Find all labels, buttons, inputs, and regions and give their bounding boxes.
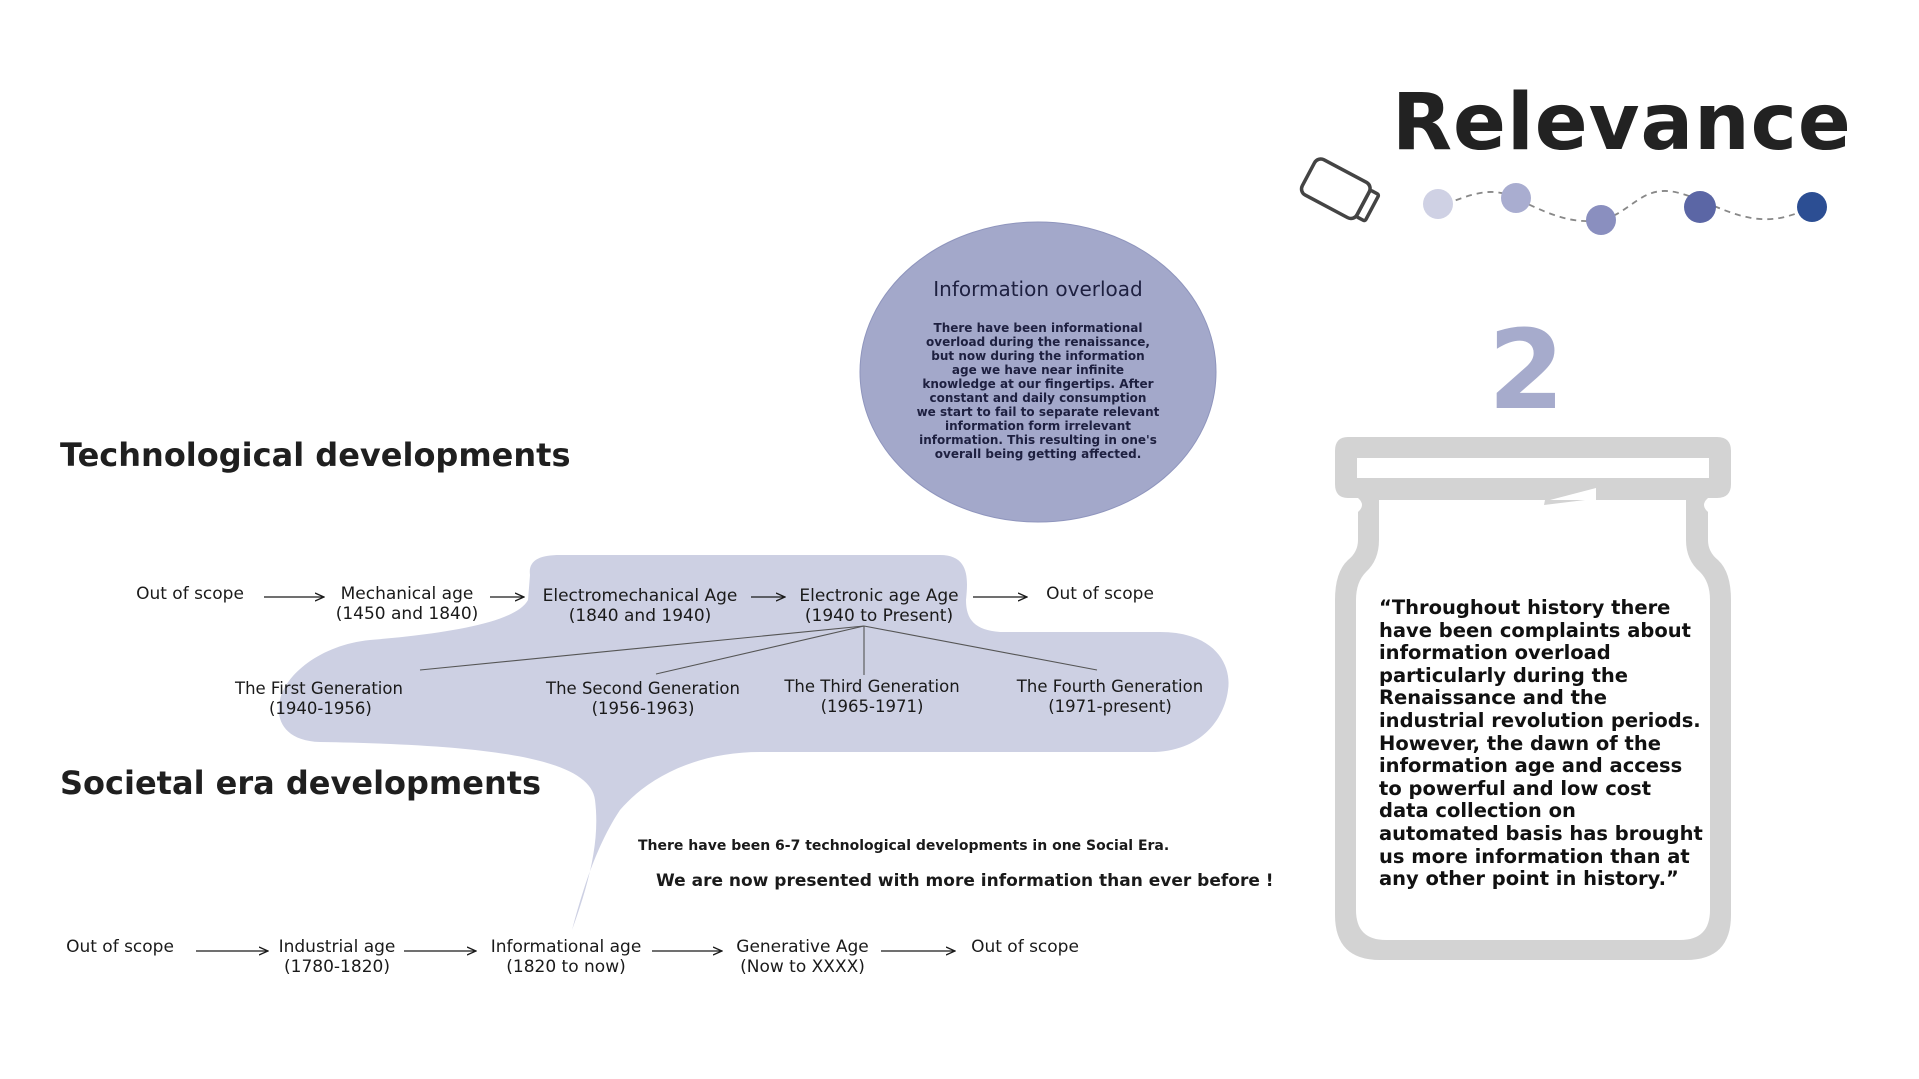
quote-line: any other point in history.” xyxy=(1379,867,1679,891)
tech-node-mechanical: Mechanical age(1450 and 1840) xyxy=(335,584,479,624)
quote-line: However, the dawn of the xyxy=(1379,731,1661,755)
societal-node-industrial: Industrial age(1780-1820) xyxy=(278,937,396,977)
dotted-trail xyxy=(1434,190,1813,222)
tech-node-out-of-scope-left: Out of scope xyxy=(136,584,244,604)
societal-node-out-of-scope-right: Out of scope xyxy=(971,937,1079,957)
quote-line: automated basis has brought xyxy=(1379,821,1703,845)
tech-node-electronic: Electronic age Age(1940 to Present) xyxy=(799,586,959,626)
speech-bubble xyxy=(278,555,1229,930)
dot-4 xyxy=(1684,191,1716,223)
tech-node-out-of-scope-right: Out of scope xyxy=(1046,584,1154,604)
info-circle-body: There have been informational overload d… xyxy=(880,321,1196,461)
info-body-line: knowledge at our fingertips. After xyxy=(922,377,1154,391)
dot-1 xyxy=(1423,189,1453,219)
page-title: Relevance xyxy=(1392,78,1852,168)
quote-line: have been complaints about xyxy=(1379,618,1691,642)
dot-5 xyxy=(1797,192,1827,222)
quote-line: Renaissance and the xyxy=(1379,686,1608,710)
societal-node-out-of-scope-left: Out of scope xyxy=(66,937,174,957)
quote-line: particularly during the xyxy=(1379,663,1629,687)
more-info-note: We are now presented with more informati… xyxy=(656,871,1274,891)
info-body-line: overload during the renaissance, xyxy=(926,335,1150,349)
generation-third: The Third Generation(1965-1971) xyxy=(784,677,960,716)
info-body-line: age we have near infinite xyxy=(951,363,1125,377)
quote-line: “Throughout history there xyxy=(1379,596,1671,619)
quote-line: data collection on xyxy=(1379,799,1576,823)
jar-quote: “Throughout history there have been comp… xyxy=(1379,596,1704,891)
tech-node-electromechanical: Electromechanical Age(1840 and 1940) xyxy=(542,586,738,626)
quote-line: information overload xyxy=(1379,641,1611,665)
info-body-line: constant and daily consumption xyxy=(929,391,1147,405)
generation-fourth: The Fourth Generation(1971-present) xyxy=(1016,677,1204,716)
tech-heading: Technological developments xyxy=(60,436,571,474)
societal-node-informational: Informational age(1820 to now) xyxy=(490,937,642,977)
dot-3 xyxy=(1586,205,1616,235)
societal-heading: Societal era developments xyxy=(60,764,542,802)
info-body-line: but now during the information xyxy=(931,349,1145,363)
info-body-line: There have been informational xyxy=(933,321,1143,335)
info-circle-shape xyxy=(859,221,1217,523)
info-body-line: information form irrelevant xyxy=(944,419,1132,433)
tipped-jar-icon xyxy=(1299,157,1381,223)
jar-outline xyxy=(1335,437,1731,960)
step-number: 2 xyxy=(1488,306,1565,434)
generation-second: The Second Generation(1956-1963) xyxy=(546,679,740,718)
quote-line: to powerful and low cost xyxy=(1379,776,1652,800)
generation-first: The First Generation(1940-1956) xyxy=(235,679,403,718)
info-body-line: overall being getting affected. xyxy=(934,447,1142,461)
quote-line: us more information than at xyxy=(1379,844,1690,868)
societal-node-generative: Generative Age(Now to XXXX) xyxy=(736,937,869,977)
quote-line: information age and access xyxy=(1379,754,1683,778)
info-body-line: we start to fail to separate relevant xyxy=(916,405,1160,419)
dot-2 xyxy=(1501,183,1531,213)
info-circle-title: Information overload xyxy=(933,277,1143,301)
info-body-line: information. This resulting in one's xyxy=(919,433,1157,447)
quote-line: industrial revolution periods. xyxy=(1379,708,1701,732)
dev-count-note: There have been 6-7 technological develo… xyxy=(638,838,1170,854)
